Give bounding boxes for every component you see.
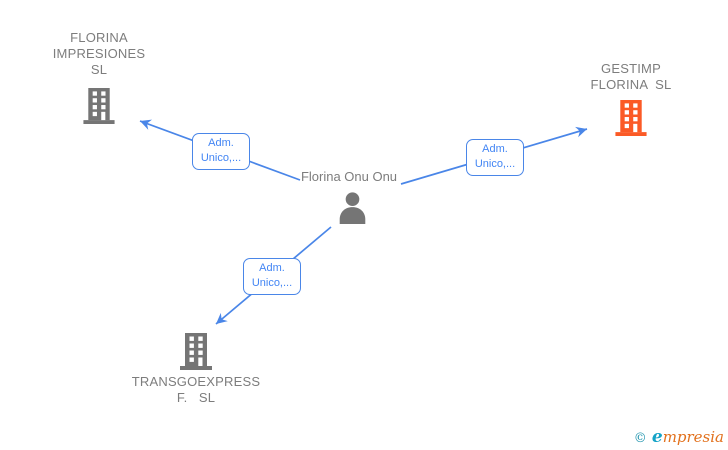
copyright-icon: ©	[633, 431, 647, 446]
brand-logo-text: mpresia	[662, 428, 724, 446]
building-icon	[83, 88, 115, 124]
company-node-transgoexpress[interactable]: TRANSGOEXPRESS F. SL	[116, 333, 276, 406]
edge-label-to-gestimp-florina[interactable]: Adm. Unico,...	[466, 139, 524, 176]
company-name-line: SL	[90, 62, 108, 77]
person-icon	[339, 192, 365, 224]
edge-label-line: Adm.	[208, 137, 234, 149]
company-name-line: FLORINA SL	[590, 77, 672, 92]
edge-label-line: Unico,...	[200, 152, 242, 164]
company-node-florina-impresiones[interactable]: FLORINA IMPRESIONES SL	[29, 30, 169, 124]
company-name-line: FLORINA	[70, 30, 128, 45]
company-name-line: IMPRESIONES	[52, 46, 146, 61]
brand-watermark: © empresia	[634, 427, 724, 447]
edge-label-to-transgoexpress[interactable]: Adm. Unico,...	[243, 258, 301, 295]
building-icon	[615, 100, 647, 136]
company-name-line: F. SL	[176, 390, 216, 405]
edge-label-line: Unico,...	[251, 277, 293, 289]
edge-label-line: Adm.	[259, 262, 285, 274]
person-name[interactable]: Florina Onu Onu	[300, 169, 398, 184]
company-name-line: GESTIMP	[601, 61, 661, 76]
company-node-gestimp-florina[interactable]: GESTIMP FLORINA SL	[561, 61, 701, 136]
edge-label-line: Unico,...	[474, 158, 516, 170]
person-node[interactable]	[336, 192, 368, 224]
edge-label-line: Adm.	[482, 143, 508, 155]
company-name-line: TRANSGOEXPRESS	[131, 374, 261, 389]
brand-logo-text: e	[651, 427, 663, 447]
edge-label-to-florina-impresiones[interactable]: Adm. Unico,...	[192, 133, 250, 170]
building-icon	[180, 333, 212, 370]
